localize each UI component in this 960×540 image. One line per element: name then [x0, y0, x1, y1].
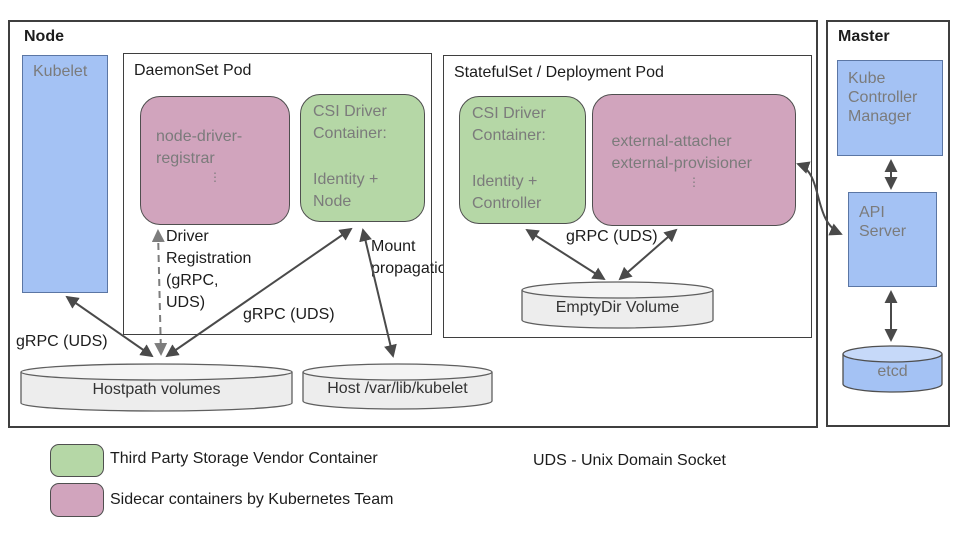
csi-controller-line: Identity + — [472, 173, 538, 190]
kcm-line: Controller — [848, 89, 918, 106]
csi-node-line: Identity + — [313, 171, 379, 188]
master-frame: Master Kube Controller Manager API Serve… — [826, 20, 950, 427]
cylinder-shape — [521, 281, 714, 329]
csi-node-line: Container: — [313, 125, 387, 142]
hostpath-volumes-cylinder: Hostpath volumes — [20, 363, 293, 412]
legend-pink-swatch — [50, 483, 104, 517]
node-title: Node — [24, 28, 64, 45]
host-var-lib-kubelet-cylinder: Host /var/lib/kubelet — [302, 363, 493, 410]
registrar-ellipsis: ⋮ — [209, 170, 221, 184]
kubelet-label: Kubelet — [33, 63, 88, 80]
api-server-line: Server — [859, 223, 907, 240]
csi-controller-line: CSI Driver — [472, 105, 546, 122]
edge-label-grpc-uds-kubelet: gRPC (UDS) — [16, 333, 108, 350]
etcd-label: etcd — [877, 362, 908, 380]
node-frame: Node Kubelet gRPC (UDS) DaemonSet Pod no… — [8, 20, 818, 428]
hostpath-volumes-label: Hostpath volumes — [92, 381, 221, 398]
legend-pink-label: Sidecar containers by Kubernetes Team — [110, 491, 394, 508]
node-driver-registrar-label: node-driver-registrar — [156, 128, 243, 167]
api-server-box: API Server — [848, 192, 937, 287]
cylinder-shape — [20, 363, 293, 412]
kubelet-box: Kubelet — [22, 55, 108, 293]
sidecars-ellipsis: ⋮ — [688, 175, 700, 189]
csi-controller-line: Container: — [472, 127, 546, 144]
kcm-line: Kube — [848, 70, 886, 87]
legend-green-label: Third Party Storage Vendor Container — [110, 450, 378, 467]
kcm-line: Manager — [848, 108, 912, 125]
csi-controller-line: Controller — [472, 195, 542, 212]
emptydir-volume-label: EmptyDir Volume — [555, 298, 680, 316]
csi-driver-controller-box: CSI Driver Container: Identity + Control… — [459, 96, 586, 224]
external-sidecars-box: external-attacher external-provisioner ⋮ — [592, 94, 796, 226]
cylinder-shape — [842, 345, 943, 393]
kube-controller-manager-box: Kube Controller Manager — [837, 60, 943, 156]
edge-label-grpc-uds-statefulset: gRPC (UDS) — [566, 228, 658, 245]
api-server-line: API — [859, 204, 885, 221]
etcd-cylinder: etcd — [842, 345, 943, 393]
node-driver-registrar-box: node-driver-registrar ⋮ — [140, 96, 290, 225]
csi-node-line: CSI Driver — [313, 103, 387, 120]
edge-label-driver-registration: Driver Registration (gRPC, UDS) — [166, 228, 252, 311]
master-title: Master — [838, 28, 890, 45]
daemonset-pod-title: DaemonSet Pod — [134, 62, 252, 79]
csi-driver-node-box: CSI Driver Container: Identity + Node — [300, 94, 425, 222]
legend-green-swatch — [50, 444, 104, 477]
emptydir-volume-cylinder: EmptyDir Volume — [521, 281, 714, 329]
statefulset-pod-title: StatefulSet / Deployment Pod — [454, 64, 664, 81]
host-var-lib-kubelet-label: Host /var/lib/kubelet — [327, 380, 468, 397]
cylinder-shape — [302, 363, 493, 410]
edge-label-grpc-uds-daemonset: gRPC (UDS) — [243, 306, 335, 323]
external-sidecars-label: external-attacher external-provisioner — [611, 133, 753, 172]
csi-node-line: Node — [313, 193, 352, 210]
daemonset-pod-box: DaemonSet Pod node-driver-registrar ⋮ CS… — [123, 53, 456, 335]
statefulset-pod-box: StatefulSet / Deployment Pod CSI Driver … — [443, 55, 812, 338]
uds-note: UDS - Unix Domain Socket — [533, 452, 726, 469]
